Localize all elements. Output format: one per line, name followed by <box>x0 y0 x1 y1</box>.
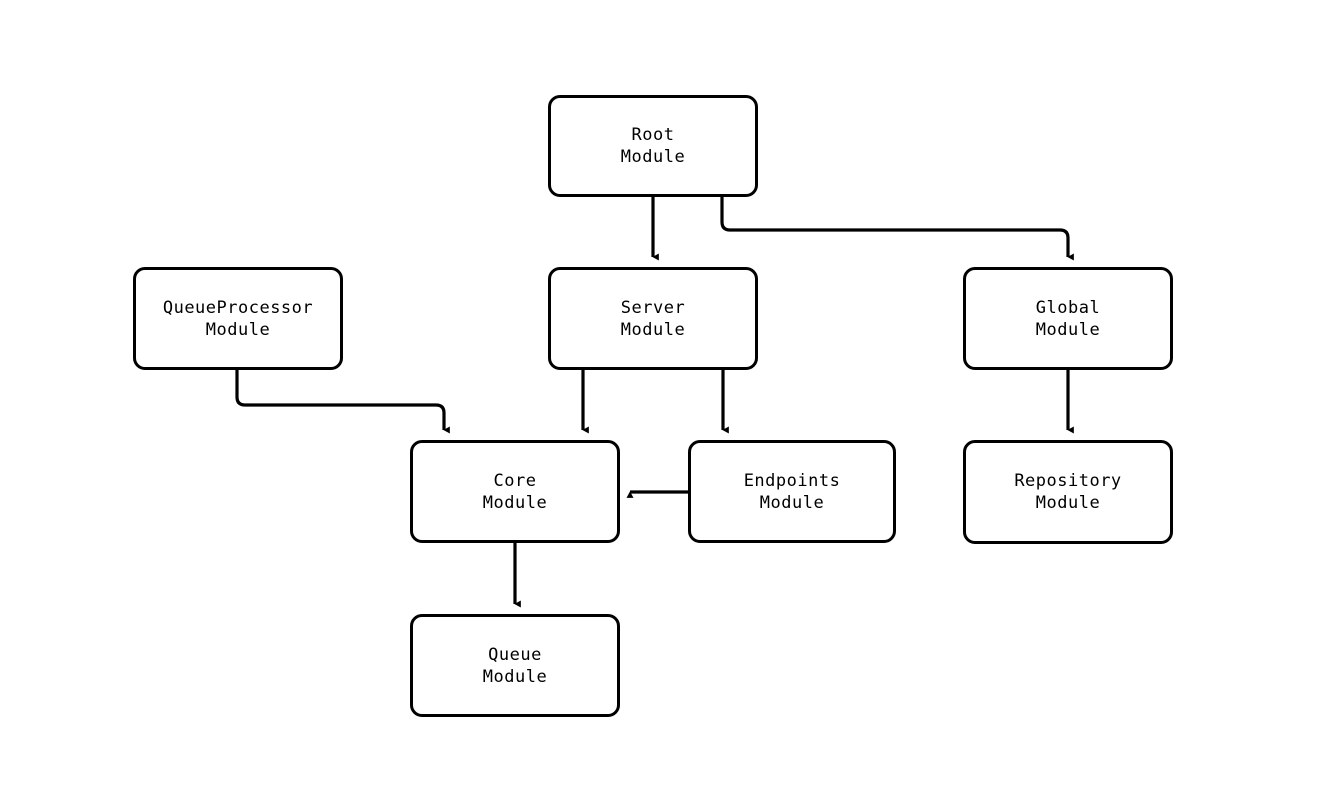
node-label-primary: Root <box>631 125 675 145</box>
node-label-secondary: Module <box>759 492 825 513</box>
node-label-secondary: Module <box>1035 319 1101 340</box>
node-label-primary: QueueProcessor <box>162 297 314 318</box>
node-label-primary: Queue <box>488 644 542 665</box>
node-label-primary: Repository <box>1014 471 1122 491</box>
node-label-secondary: Module <box>205 319 271 340</box>
node-label-primary: Server <box>620 297 686 318</box>
edges-group <box>235 197 1074 608</box>
node-label-primary: Global <box>1035 297 1101 318</box>
node-label-secondary: Module <box>620 147 686 167</box>
node-label-secondary: Module <box>620 319 686 340</box>
node-label-secondary: Module <box>482 492 548 513</box>
edge-root-to-global <box>720 197 1074 261</box>
node-label-secondary: Module <box>1035 493 1101 513</box>
node-label-primary: Core <box>493 470 537 491</box>
node-label-primary: Endpoints <box>743 470 841 491</box>
node-label-secondary: Module <box>482 666 548 687</box>
edge-queueprocessor-to-core <box>235 370 450 434</box>
